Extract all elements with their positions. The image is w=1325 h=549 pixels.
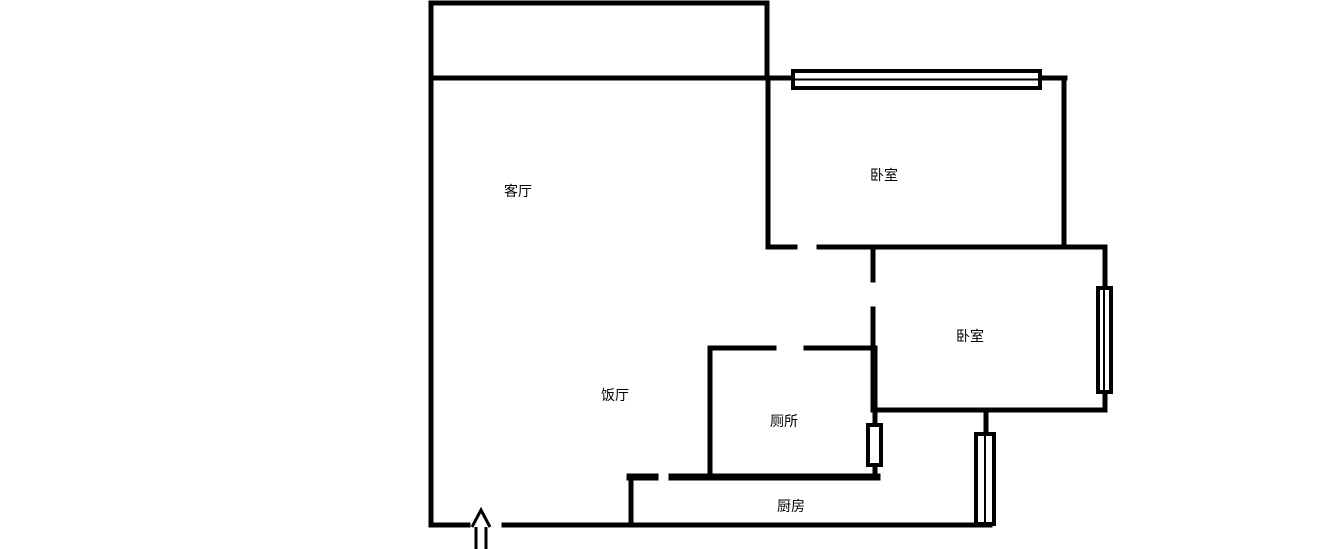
balcony — [428, 0, 770, 81]
room-label-toilet: 厕所 — [770, 414, 798, 430]
window-toilet — [866, 423, 883, 467]
entrance-arrow-icon — [470, 506, 492, 549]
room-label-dining: 饭厅 — [601, 388, 629, 404]
room-label-kitchen: 厨房 — [777, 499, 805, 515]
room-label-bedroom1: 卧室 — [870, 168, 898, 184]
room-label-bedroom2: 卧室 — [956, 329, 984, 345]
room-label-living: 客厅 — [504, 184, 532, 200]
